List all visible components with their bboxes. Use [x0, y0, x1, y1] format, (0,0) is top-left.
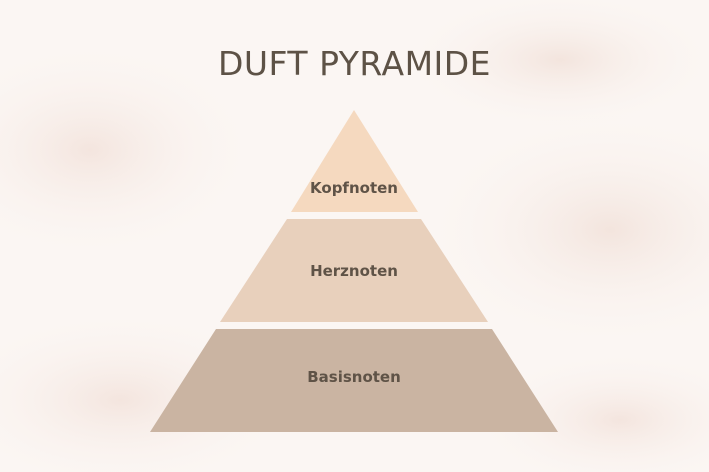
tier-base-label: Basisnoten: [307, 368, 401, 386]
tier-base-shape: [150, 329, 558, 432]
tier-top-label: Kopfnoten: [310, 179, 398, 197]
tier-middle-label: Herznoten: [310, 262, 398, 280]
tier-top-shape: [291, 110, 418, 212]
page-title: DUFT PYRAMIDE: [217, 44, 492, 83]
tier-middle-shape: [220, 219, 488, 322]
